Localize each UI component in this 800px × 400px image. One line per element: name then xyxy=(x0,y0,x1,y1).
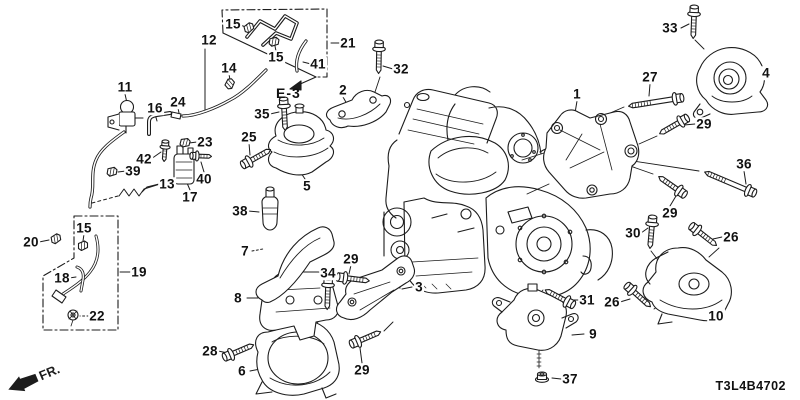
bolt-42-drawing xyxy=(158,139,172,163)
callout-29-4: 29 xyxy=(353,362,371,378)
bolt-27-drawing xyxy=(627,90,686,113)
callout-26-1: 26 xyxy=(722,229,740,245)
callout-17: 17 xyxy=(181,189,199,205)
callout-30: 30 xyxy=(624,225,642,241)
bracket-7-drawing xyxy=(255,226,335,303)
bolt-29-drawing xyxy=(655,111,693,140)
grommet-22-drawing xyxy=(67,309,79,327)
callout-14: 14 xyxy=(220,60,238,76)
hose-and-pipe-drawings xyxy=(51,14,308,304)
mount-4-drawing xyxy=(692,47,769,120)
bolt-29-drawing xyxy=(346,325,384,352)
callout-31: 31 xyxy=(578,292,596,308)
callout-18: 18 xyxy=(53,270,71,286)
callout-7: 7 xyxy=(240,243,250,259)
callout-2: 2 xyxy=(338,82,348,98)
bolt-30-drawing xyxy=(643,214,660,250)
callout-33: 33 xyxy=(661,20,679,36)
callout-19: 19 xyxy=(130,264,148,280)
front-direction-arrow: FR. xyxy=(8,361,62,392)
bolt-29-drawing xyxy=(654,170,691,202)
callout-20: 20 xyxy=(22,234,40,250)
reference-label-e3: E-3 xyxy=(276,85,301,101)
callout-39: 39 xyxy=(124,163,142,179)
callout-8: 8 xyxy=(233,290,243,306)
clip-20-drawing xyxy=(50,232,62,245)
mount-9-drawing xyxy=(491,283,579,369)
callout-35: 35 xyxy=(253,106,271,122)
e3-reference-arrow xyxy=(289,76,317,91)
callout-15-1: 15 xyxy=(224,16,242,32)
bolt-32-drawing xyxy=(371,39,387,75)
callout-29-1: 29 xyxy=(695,116,713,132)
callout-28: 28 xyxy=(201,343,219,359)
callout-27: 27 xyxy=(641,69,659,85)
callout-24: 24 xyxy=(169,94,187,110)
bolt-26-drawing xyxy=(685,219,721,251)
front-direction-label: FR. xyxy=(37,361,62,383)
bracket-2-drawing xyxy=(325,89,392,129)
callout-29-2: 29 xyxy=(661,205,679,221)
group-box-19 xyxy=(42,215,119,331)
callout-26-2: 26 xyxy=(603,294,621,310)
bracket-3-drawing xyxy=(335,255,416,321)
callout-40: 40 xyxy=(195,171,213,187)
callout-11: 11 xyxy=(116,79,134,95)
callout-23: 23 xyxy=(196,134,214,150)
mount-10-drawing xyxy=(642,247,732,325)
callout-22: 22 xyxy=(88,308,106,324)
callout-34: 34 xyxy=(319,265,337,281)
callout-13: 13 xyxy=(158,176,176,192)
damper-38-drawing xyxy=(261,186,279,231)
callout-42: 42 xyxy=(135,151,153,167)
callout-9: 9 xyxy=(588,326,598,342)
callout-15-3: 15 xyxy=(75,220,93,236)
nut-37-drawing xyxy=(534,371,550,383)
engine-drawing xyxy=(382,86,613,299)
bracket-1-drawing xyxy=(543,109,640,199)
mount-5-drawing xyxy=(267,103,335,176)
callout-38: 38 xyxy=(231,203,249,219)
bolt-28-drawing xyxy=(219,338,257,365)
callout-15-2: 15 xyxy=(267,49,285,65)
callout-12: 12 xyxy=(200,32,218,48)
callout-36: 36 xyxy=(735,156,753,172)
callout-3: 3 xyxy=(414,279,424,295)
callout-41: 41 xyxy=(309,56,327,72)
callout-10: 10 xyxy=(707,308,725,324)
clip-15-drawing xyxy=(77,240,89,252)
diagram-code: T3L4B4702 xyxy=(715,379,786,393)
callout-5: 5 xyxy=(302,178,312,194)
callout-6: 6 xyxy=(237,363,247,379)
callout-32: 32 xyxy=(392,61,410,77)
callout-16: 16 xyxy=(146,100,164,116)
callout-29-3: 29 xyxy=(342,251,360,267)
purge-valve-11-drawing xyxy=(107,99,144,134)
callout-4: 4 xyxy=(761,65,771,81)
clip-14-drawing xyxy=(222,76,237,91)
clip-39-drawing xyxy=(106,165,118,178)
bolt-33-drawing xyxy=(686,4,702,40)
callout-37: 37 xyxy=(561,371,579,387)
callout-21: 21 xyxy=(339,35,357,51)
callout-1: 1 xyxy=(572,86,582,102)
callout-25: 25 xyxy=(240,129,258,145)
